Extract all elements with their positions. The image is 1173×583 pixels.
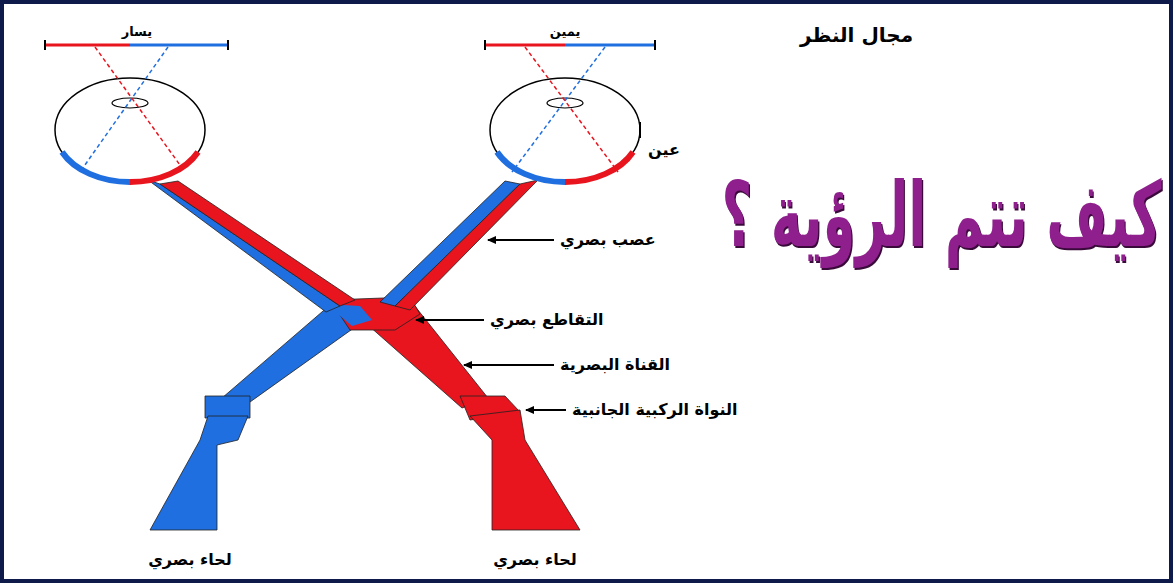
leader-arrow [488,239,554,241]
title: كيف تتم الرؤية ؟ [722,161,1162,269]
field-tick [44,40,46,50]
retina-red [130,152,198,182]
leader-arrow [464,364,554,366]
visual-cortex-red [470,410,580,530]
lens [547,98,583,108]
lgn-blue [205,396,250,418]
eyeball [490,78,640,182]
retina-blue [497,152,565,182]
optic-nerve-blue [148,180,340,312]
retina-red [565,152,633,182]
leader-arrow [526,409,566,411]
field-line-red [45,44,130,47]
part-label: عين [648,140,680,159]
part-label: عصب بصري [560,230,656,249]
part-label: لحاء بصري [493,550,577,569]
field-of-view-label: مجال النظر [800,23,913,47]
field-tick [227,40,229,50]
part-label: لحاء بصري [148,550,232,569]
lens [112,98,148,108]
leader-arrow [416,319,484,321]
visual-cortex-blue [150,416,248,530]
light-ray-red [95,47,185,172]
field-tick [484,40,486,50]
optic-nerve-blue [380,181,520,306]
part-label: النواة الركبية الجانبية [572,400,737,419]
field-line-blue [565,44,655,47]
part-label: القناة البصرية [560,355,670,374]
side-label: يسار [122,24,152,40]
part-label: التقاطع بصري [490,310,604,329]
light-ray-blue [512,47,605,172]
optic-nerve-red [160,181,355,306]
cornea-mark [639,122,641,138]
field-tick [654,40,656,50]
side-label: يمين [550,24,581,40]
field-line-blue [130,44,228,47]
light-ray-blue [80,47,168,172]
optic-nerve-red [395,180,538,310]
light-ray-red [525,47,618,172]
retina-blue [62,152,130,182]
eyeball [55,78,205,182]
field-line-red [485,44,565,47]
